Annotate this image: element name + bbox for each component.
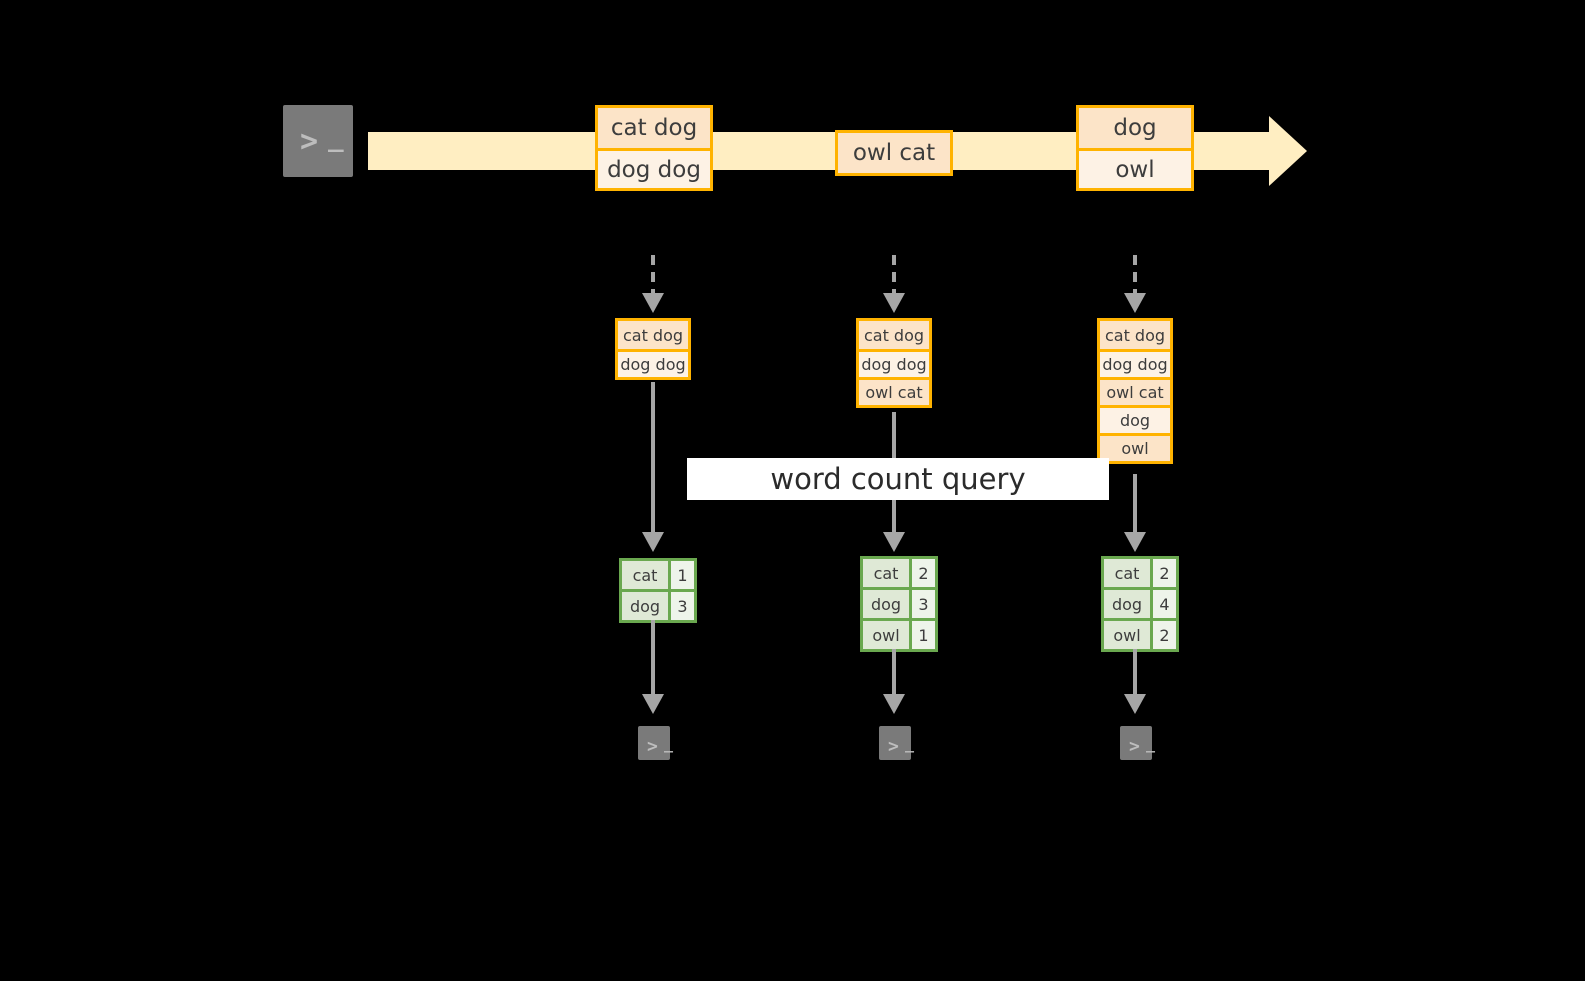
terminal-cursor-glyph: _ [328,123,344,153]
query-arrowhead-2 [883,532,905,552]
terminal-prompt-glyph: > [300,124,319,159]
sink-arrowhead-3 [1124,694,1146,714]
result-count-cell: 4 [1150,590,1176,618]
stream-event-box-3: dog owl [1076,105,1194,191]
terminal-cursor-glyph: _ [664,735,674,753]
terminal-body [879,726,911,760]
sink-line-2 [892,649,896,696]
result-count-cell: 3 [909,590,935,618]
result-word-cell: cat [863,559,909,587]
snapshot-input-row: cat dog [618,321,688,349]
snapshot-input-row: cat dog [1100,321,1170,349]
terminal-prompt-glyph: > [647,736,658,757]
stream-event-row: cat dog [598,108,710,148]
terminal-prompt-glyph: > [888,736,899,757]
tap-line-1 [651,255,655,295]
sink-terminal-icon-3: > _ [1110,716,1162,770]
snapshot-input-row: dog dog [1100,349,1170,377]
query-line-1 [651,382,655,534]
terminal-body [283,105,353,177]
terminal-body [1120,726,1152,760]
result-count-cell: 1 [909,621,935,649]
result-word-cell: dog [863,590,909,618]
result-row: dog 4 [1104,587,1176,618]
snapshot-input-row: cat dog [859,321,929,349]
result-row: dog 3 [622,589,694,620]
query-label: word count query [687,458,1109,500]
sink-line-1 [651,620,655,696]
result-word-cell: cat [1104,559,1150,587]
result-row: owl 1 [863,618,935,649]
result-table-1: cat 1 dog 3 [619,558,697,623]
result-word-cell: cat [622,561,668,589]
tap-arrowhead-2 [883,293,905,313]
snapshot-input-box-1: cat dog dog dog [615,318,691,380]
result-count-cell: 2 [1150,621,1176,649]
snapshot-input-box-2: cat dog dog dog owl cat [856,318,932,408]
result-table-3: cat 2 dog 4 owl 2 [1101,556,1179,652]
snapshot-input-box-3: cat dog dog dog owl cat dog owl [1097,318,1173,464]
snapshot-input-row: dog dog [859,349,929,377]
stream-event-row: owl cat [838,133,950,173]
sink-terminal-icon-1: > _ [628,716,680,770]
stream-event-box-1: cat dog dog dog [595,105,713,191]
result-word-cell: dog [1104,590,1150,618]
stream-event-row: dog [1079,108,1191,148]
result-word-cell: owl [863,621,909,649]
sink-arrowhead-1 [642,694,664,714]
snapshot-input-row: dog [1100,405,1170,433]
result-row: cat 2 [1104,559,1176,587]
result-count-cell: 2 [909,559,935,587]
terminal-body [638,726,670,760]
terminal-cursor-glyph: _ [905,735,915,753]
query-arrowhead-1 [642,532,664,552]
event-stream-arrowhead [1269,116,1307,186]
query-line-3 [1133,474,1137,534]
result-table-2: cat 2 dog 3 owl 1 [860,556,938,652]
query-arrowhead-3 [1124,532,1146,552]
result-count-cell: 1 [668,561,694,589]
sink-arrowhead-2 [883,694,905,714]
result-count-cell: 2 [1150,559,1176,587]
source-terminal-icon: > _ [273,95,363,187]
result-row: cat 2 [863,559,935,587]
tap-line-3 [1133,255,1137,295]
result-row: cat 1 [622,561,694,589]
terminal-prompt-glyph: > [1129,736,1140,757]
tap-line-2 [892,255,896,295]
stream-event-row: owl [1079,148,1191,188]
result-word-cell: dog [622,592,668,620]
snapshot-input-row: dog dog [618,349,688,377]
stream-event-row: dog dog [598,148,710,188]
sink-terminal-icon-2: > _ [869,716,921,770]
tap-arrowhead-3 [1124,293,1146,313]
stream-event-box-2: owl cat [835,130,953,176]
terminal-cursor-glyph: _ [1146,735,1156,753]
sink-line-3 [1133,649,1137,696]
snapshot-input-row: owl [1100,433,1170,461]
result-row: owl 2 [1104,618,1176,649]
result-count-cell: 3 [668,592,694,620]
tap-arrowhead-1 [642,293,664,313]
result-word-cell: owl [1104,621,1150,649]
result-row: dog 3 [863,587,935,618]
snapshot-input-row: owl cat [1100,377,1170,405]
snapshot-input-row: owl cat [859,377,929,405]
